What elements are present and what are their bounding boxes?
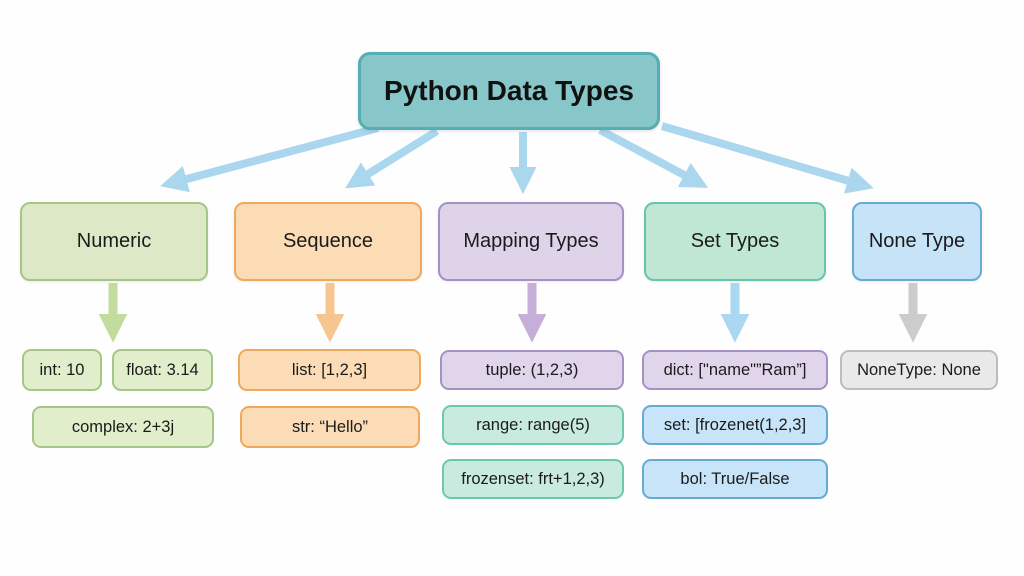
leaf-node-range: range: range(5): [442, 405, 624, 445]
category-node-numeric: Numeric: [20, 202, 208, 281]
leaf-node-str: str: “Hello”: [240, 406, 420, 448]
leaf-node-list: list: [1,2,3]: [238, 349, 421, 391]
arrow-root-to-sequence: [345, 127, 440, 189]
arrow-root-to-numeric: [160, 124, 380, 193]
leaf-node-dict: dict: ["name"”Ram”]: [642, 350, 828, 390]
leaf-node-float: float: 3.14: [112, 349, 213, 391]
leaf-node-nonetype: NoneType: None: [840, 350, 998, 390]
category-node-sequence: Sequence: [234, 202, 422, 281]
leaf-node-bool: bol: True/False: [642, 459, 828, 499]
arrow-root-to-set: [598, 126, 709, 188]
leaf-node-set: set: [frozenet(1,2,3]: [642, 405, 828, 445]
root-node-python-data-types: Python Data Types: [358, 52, 660, 130]
arrow-root-to-none: [660, 122, 874, 194]
category-node-mapping-types: Mapping Types: [438, 202, 624, 281]
leaf-node-int: int: 10: [22, 349, 102, 391]
category-node-set-types: Set Types: [644, 202, 826, 281]
leaf-node-frozenset: frozenset: frt+1,2,3): [442, 459, 624, 499]
leaf-node-tuple: tuple: (1,2,3): [440, 350, 624, 390]
category-node-none-type: None Type: [852, 202, 982, 281]
leaf-node-complex: complex: 2+3j: [32, 406, 214, 448]
